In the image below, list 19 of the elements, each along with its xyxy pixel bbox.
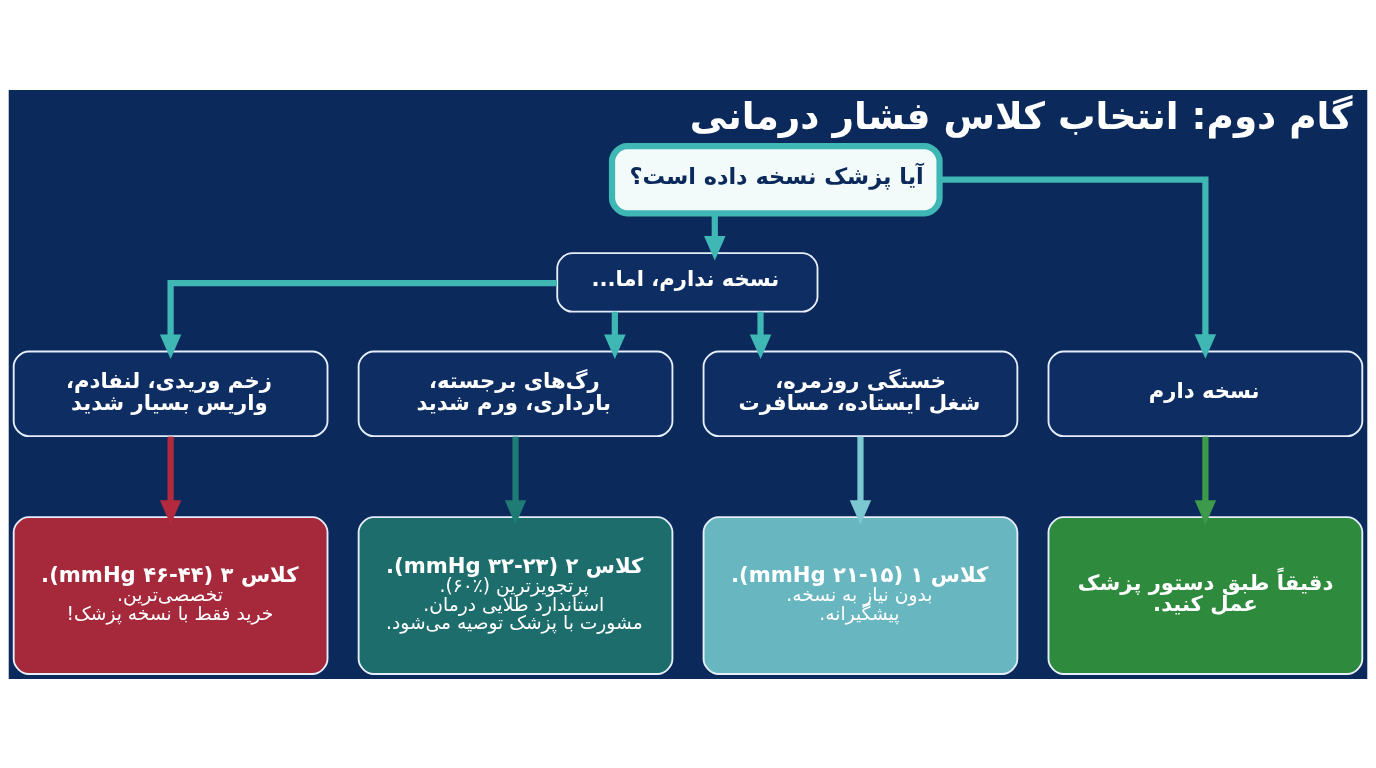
- node-box: دقیقاً طبق دستور پزشک عمل کنید.: [1047, 515, 1364, 675]
- node-box: آیا پزشک نسخه داده است؟: [608, 142, 943, 216]
- arrow: [159, 436, 182, 525]
- node-box: نسخه ندارم، اما...: [556, 251, 819, 313]
- arrow: [159, 279, 557, 359]
- node-box: کلاس ۲ (۲۳-۳۲ mmHg). پرتجویزترین (٪۶۰). استاندارد طلایی درمان. مشورت با پزشک توصیه می‌شود.: [357, 515, 674, 675]
- arrow: [604, 311, 626, 359]
- arrow: [504, 436, 527, 525]
- diagram-title: گام دوم: انتخاب کلاس فشار درمانی: [689, 93, 1353, 138]
- arrow: [749, 311, 772, 359]
- node-box: رگ‌های برجسته، بارداری، ورم شدید: [357, 350, 674, 437]
- arrow: [940, 176, 1217, 359]
- node-box: کلاس ۳ (۴۴-۴۶ mmHg). تخصصی‌ترین. خرید فقط با نسخه پزشک!: [12, 515, 329, 675]
- arrow: [849, 436, 872, 525]
- arrow: [1194, 436, 1217, 525]
- node-box: کلاس ۱ (۱۵-۲۱ mmHg). بدون نیاز به نسخه. پیشگیرانه.: [702, 515, 1019, 675]
- node-box: زخم وریدی، لنفادم، واریس بسیار شدید: [12, 350, 329, 437]
- node-box: نسخه دارم: [1047, 350, 1364, 437]
- node-box: خستگی روزمره، شغل ایستاده، مسافرت: [702, 350, 1019, 437]
